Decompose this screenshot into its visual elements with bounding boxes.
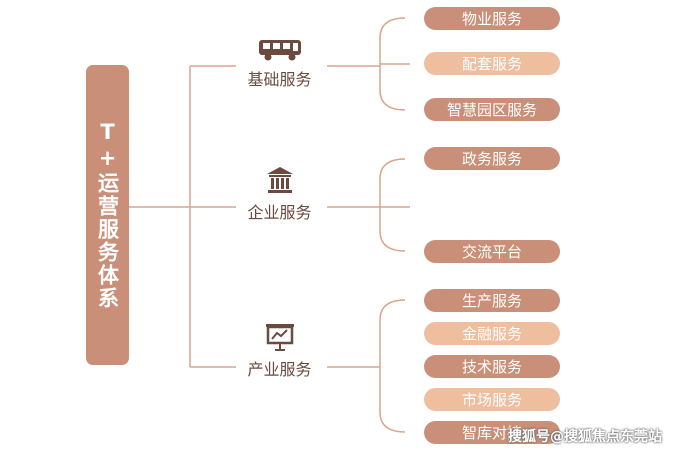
category-label: 企业服务 (245, 203, 314, 222)
root-node: T+运营服务体系 (86, 65, 129, 365)
category-label: 基础服务 (245, 70, 314, 89)
category-label: 产业服务 (245, 360, 314, 379)
service-item: 政务服务 (424, 147, 560, 170)
category-basic-services: 基础服务 (232, 38, 327, 90)
presentation-board-icon (265, 324, 294, 351)
service-item: 生产服务 (424, 289, 560, 312)
service-item: 交流平台 (424, 240, 560, 263)
watermark: 搜狐号@搜狐焦点东莞站 (508, 429, 662, 445)
bus-icon (258, 40, 301, 61)
service-item: 智慧园区服务 (424, 98, 560, 121)
service-item: 金融服务 (424, 322, 560, 345)
service-item: 市场服务 (424, 388, 560, 411)
service-item: 技术服务 (424, 355, 560, 378)
bank-building-icon (266, 167, 293, 193)
root-label: T+运营服务体系 (95, 120, 120, 310)
service-item: 配套服务 (424, 52, 560, 75)
category-industry-services: 产业服务 (232, 322, 327, 380)
category-enterprise-services: 企业服务 (232, 165, 327, 223)
service-item: 智库对接 (424, 421, 560, 444)
service-item: 物业服务 (424, 7, 560, 30)
